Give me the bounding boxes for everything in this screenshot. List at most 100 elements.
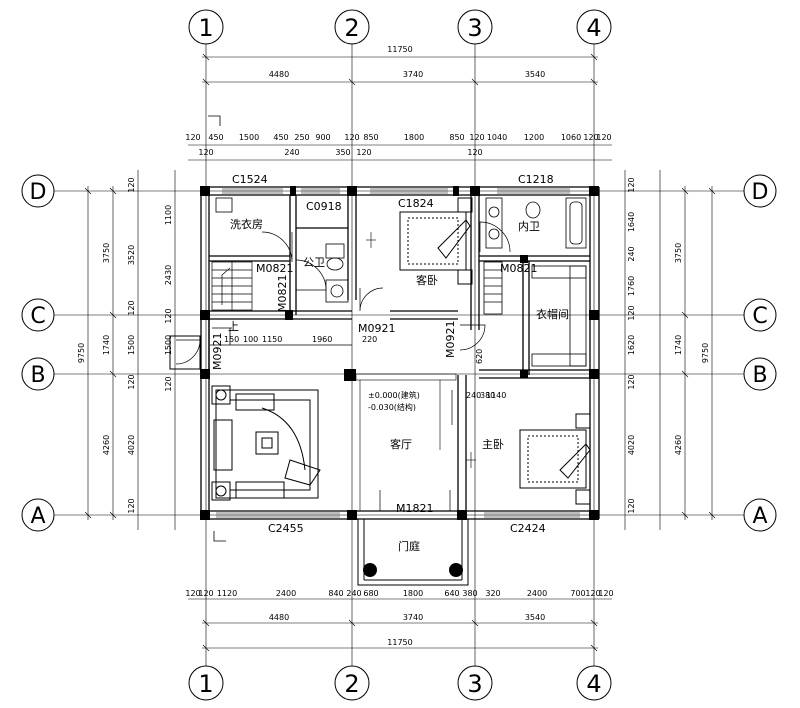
label-c1218: C1218: [518, 173, 554, 186]
dim-top-detail: 1040: [487, 133, 507, 142]
dim-right-inner: 120: [627, 177, 636, 192]
left-dimension-lines: [84, 170, 176, 530]
dim-left-outer: 1740: [102, 335, 111, 355]
axis-labels: 1 2 3 4 1 2 3 4 D C B A D C B A: [30, 14, 769, 698]
dim-bottom-detail: 1120: [217, 589, 237, 598]
label-c1824: C1824: [398, 197, 434, 210]
dim-interior: 1960: [312, 335, 332, 344]
axis-label-top-4: 4: [586, 14, 601, 42]
axis-label-bottom-1: 1: [198, 670, 213, 698]
up-marker: [208, 115, 352, 542]
axis-label-right-c: C: [752, 304, 767, 329]
stair-up-label: 上: [228, 320, 239, 333]
side-step: [169, 335, 201, 370]
dim-bottom-detail: 120: [198, 589, 213, 598]
dim-right-inner: 1620: [627, 335, 636, 355]
windows: [216, 188, 580, 518]
room-guest-bed: 客卧: [416, 273, 438, 287]
dim-bottom-bay-2: 3740: [403, 613, 423, 622]
dim-bottom-detail: 840: [328, 589, 343, 598]
closet-racks: [483, 261, 587, 367]
dim-top-detail-2: 350: [335, 148, 350, 157]
dim-left-mid: 1100: [164, 205, 173, 225]
dim-left-mid: 120: [164, 376, 173, 391]
dim-right-outer: 1740: [674, 335, 683, 355]
dim-top-detail-2: 240: [284, 148, 299, 157]
dim-right-inner: 120: [627, 374, 636, 389]
dim-bottom-detail: 1800: [403, 589, 423, 598]
axis-label-left-d: D: [30, 180, 47, 205]
entry-markers: [355, 232, 476, 511]
opening-labels: C1524 C0918 C1824 C1218 M0821 M0821 M082…: [211, 173, 554, 535]
axis-label-bottom-2: 2: [344, 670, 359, 698]
label-m1821: M1821: [396, 502, 434, 515]
axis-label-left-a: A: [30, 504, 45, 529]
dim-bottom-bay-1: 4480: [269, 613, 289, 622]
label-c2455: C2455: [268, 522, 304, 535]
dim-top-bay-1: 4480: [269, 70, 289, 79]
dim-bottom-detail: 700: [570, 589, 585, 598]
dim-top-detail: 120: [583, 133, 598, 142]
dim-bottom-detail: 320: [485, 589, 500, 598]
dim-bottom-detail: 2400: [276, 589, 296, 598]
dim-top-detail-2: 120: [356, 148, 371, 157]
axis-bubbles: [21, 9, 777, 701]
dim-left-inner: 4020: [127, 435, 136, 455]
dim-left-inner: 120: [127, 498, 136, 513]
dim-top-total: 11750: [387, 45, 412, 54]
axis-label-right-a: A: [752, 504, 767, 529]
dim-bottom-detail: 640: [444, 589, 459, 598]
axis-label-top-1: 1: [198, 14, 213, 42]
dim-bottom-detail: 680: [363, 589, 378, 598]
axis-label-top-3: 3: [467, 14, 482, 42]
dim-top-detail: 250: [294, 133, 309, 142]
left-dimension-texts: 9750 3750 1740 4260 120 3520 120 1500 12…: [77, 177, 173, 513]
room-closet: 衣帽间: [536, 307, 569, 321]
dim-top-detail-2: 120: [198, 148, 213, 157]
dim-bottom-total: 11750: [387, 638, 412, 647]
dim-top-detail: 1060: [561, 133, 581, 142]
room-master-bed: 主卧: [482, 438, 504, 451]
axis-label-right-d: D: [752, 180, 769, 205]
elevation-structural: -0.030(结构): [368, 402, 416, 412]
interior-dims: 150 100 1150 1960 220 620 240 380 1140: [224, 335, 506, 400]
dim-interior: 220: [362, 335, 377, 344]
axis-grid-lines: [54, 44, 744, 666]
label-m0921-b: M0921: [444, 321, 457, 359]
room-porch: 门庭: [398, 539, 420, 553]
master-bed: [519, 413, 591, 505]
dim-bottom-detail: 240: [346, 589, 361, 598]
dim-bottom-detail: 120: [585, 589, 600, 598]
room-living: 客厅: [390, 437, 412, 451]
walls: [200, 186, 600, 520]
bottom-dimension-lines: [188, 598, 612, 652]
living-sofa: [211, 385, 321, 501]
dim-bottom-bay-3: 3540: [525, 613, 545, 622]
guest-bed: [399, 197, 473, 285]
dim-right-total: 9750: [701, 343, 710, 363]
bottom-dimension-texts: 120 120 1120 2400 840 240 680 1800 640 3…: [185, 589, 613, 647]
dim-top-detail: 850: [363, 133, 378, 142]
label-m0921-c: M0921: [211, 333, 224, 371]
dim-left-mid: 1500: [164, 335, 173, 355]
label-m0821-c: M0821: [500, 262, 538, 275]
dim-right-inner: 120: [627, 305, 636, 320]
dim-top-detail: 120: [344, 133, 359, 142]
dim-misc: 380: [480, 391, 495, 400]
dim-left-inner: 3520: [127, 245, 136, 265]
dim-left-inner: 120: [127, 300, 136, 315]
dim-top-detail: 1200: [524, 133, 544, 142]
axis-label-top-2: 2: [344, 14, 359, 42]
label-m0821-a: M0821: [256, 262, 294, 275]
label-c2424: C2424: [510, 522, 546, 535]
dim-top-detail: 450: [208, 133, 223, 142]
dim-left-mid: 120: [164, 308, 173, 323]
dim-bottom-detail: 380: [462, 589, 477, 598]
top-dimension-lines: [188, 53, 612, 161]
columns: [200, 186, 599, 520]
dim-right-inner: 4020: [627, 435, 636, 455]
dim-top-bay-2: 3740: [403, 70, 423, 79]
dim-bottom-detail: 120: [185, 589, 200, 598]
dim-right-inner: 120: [627, 498, 636, 513]
